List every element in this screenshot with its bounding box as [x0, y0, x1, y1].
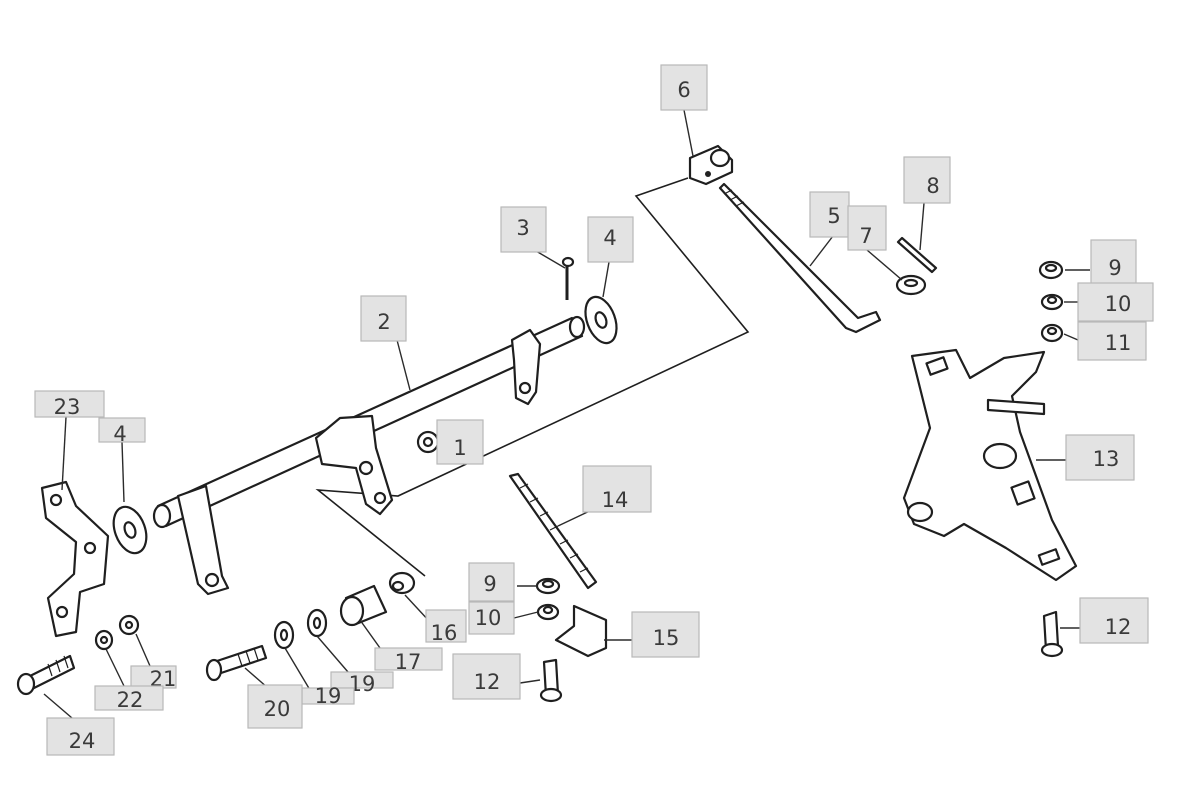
washer-part-7 — [895, 274, 927, 296]
callout-14: 14 — [582, 465, 652, 513]
callout-3: 3 — [500, 206, 547, 253]
callout-10-right: 10 — [1077, 282, 1154, 322]
coupling-part-6 — [688, 144, 734, 186]
callout-2-text: 2 — [377, 310, 390, 334]
bushing-part-17 — [339, 584, 388, 627]
callout-9-center: 9 — [468, 562, 515, 602]
washer-part-4-left — [112, 505, 148, 555]
washer-stack-right — [1038, 260, 1064, 343]
callout-15: 15 — [631, 611, 700, 658]
callout-6: 6 — [660, 64, 708, 111]
callout-3-text: 3 — [516, 216, 529, 240]
plate-part-13 — [902, 348, 1078, 582]
callout-24-text: 24 — [69, 729, 96, 753]
callout-13-text: 13 — [1093, 447, 1120, 471]
washer-part-4-right — [584, 295, 618, 345]
spring-part-14 — [508, 472, 598, 590]
bolt-part-12-center — [539, 658, 563, 703]
washer-part-22 — [94, 629, 114, 651]
callout-8: 8 — [903, 156, 951, 204]
assembly-guide-lines — [315, 177, 750, 577]
washer-stack-center — [535, 577, 561, 621]
callout-11-text: 11 — [1105, 331, 1132, 355]
callout-23-text: 23 — [54, 395, 81, 419]
callout-16-text: 16 — [431, 621, 458, 645]
callout-12-center-text: 12 — [474, 670, 501, 694]
callout-19-right: 19 — [330, 671, 394, 696]
callout-19-left: 19 — [301, 684, 355, 708]
callout-10-center: 10 — [468, 601, 515, 635]
callout-15-text: 15 — [653, 626, 680, 650]
callout-8-text: 8 — [926, 174, 939, 198]
callout-6-text: 6 — [677, 78, 690, 102]
callout-labels: 1 2 3 4 4 5 6 7 — [34, 64, 1154, 756]
callout-7: 7 — [847, 205, 887, 251]
bolt-part-24 — [16, 654, 76, 696]
callout-5-text: 5 — [827, 204, 840, 228]
callout-4-right-text: 4 — [603, 226, 616, 250]
callout-9-right-text: 9 — [1108, 256, 1121, 280]
callout-22: 22 — [94, 685, 164, 712]
callout-13: 13 — [1065, 434, 1135, 481]
callout-4-left-text: 4 — [113, 422, 126, 446]
callout-4-left: 4 — [98, 417, 146, 446]
callout-23: 23 — [34, 390, 105, 419]
callout-1-text: 1 — [453, 436, 466, 460]
callout-9-right: 9 — [1090, 239, 1137, 285]
nut-part-21 — [118, 614, 140, 636]
callout-14-text: 14 — [602, 488, 629, 512]
callout-12-center: 12 — [452, 653, 521, 700]
rod-part-5 — [718, 182, 882, 334]
bolt-part-12-right — [1040, 610, 1064, 658]
callout-19-left-text: 19 — [315, 684, 342, 708]
callout-17: 17 — [374, 647, 443, 674]
pin-part-3 — [561, 256, 575, 300]
bracket-part-23 — [40, 480, 110, 638]
callout-24: 24 — [46, 717, 115, 756]
callout-12-right: 12 — [1079, 597, 1149, 644]
callout-20-text: 20 — [264, 697, 291, 721]
callout-20: 20 — [247, 684, 303, 729]
callout-10-right-text: 10 — [1105, 292, 1132, 316]
callout-1: 1 — [436, 419, 484, 465]
callout-4-right: 4 — [587, 216, 634, 263]
callout-9-center-text: 9 — [483, 572, 496, 596]
callout-12-right-text: 12 — [1105, 615, 1132, 639]
nut-part-1 — [416, 430, 440, 454]
bushing-part-16 — [388, 571, 416, 595]
main-shaft — [152, 315, 586, 596]
callout-22-text: 22 — [117, 688, 144, 712]
callout-2: 2 — [360, 295, 407, 342]
callout-16: 16 — [425, 609, 467, 645]
callout-11: 11 — [1077, 321, 1147, 361]
callout-10-center-text: 10 — [475, 606, 502, 630]
callout-17-text: 17 — [395, 650, 422, 674]
callout-7-text: 7 — [859, 224, 872, 248]
bolt-part-20 — [205, 644, 268, 682]
cotter-pin-part-8 — [896, 236, 938, 274]
bracket-part-15 — [554, 604, 608, 658]
washer-part-19 — [273, 608, 328, 650]
callout-5: 5 — [809, 191, 850, 238]
